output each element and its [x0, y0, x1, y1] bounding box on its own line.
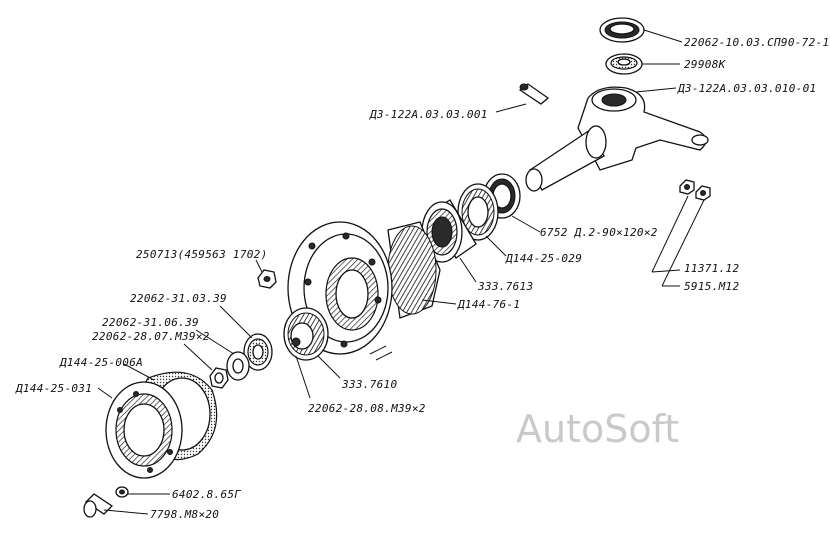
king-pin: [518, 83, 550, 105]
label-part-22062-31-06: 22062-31.06.39: [102, 316, 199, 329]
label-part-22062-31-03: 22062-31.03.39: [130, 292, 227, 305]
ring-d144-25-029: [457, 183, 499, 241]
label-ring-d144-25-029: Д144-25-029: [505, 252, 582, 265]
nut-250713: [257, 269, 277, 289]
lock-washer-22062-31-03: [243, 333, 273, 371]
label-bearing-333-7610: 333.7610: [341, 378, 397, 391]
label-bolt-7798: 7798.М8×20: [150, 508, 219, 521]
watermark: AutoSoft: [516, 407, 679, 451]
label-bearing-29908k: 29908К: [684, 58, 727, 71]
nut-11371: [679, 179, 695, 195]
nut-22062-28-07: [209, 367, 229, 389]
label-washer-6402: 6402.8.65Г: [172, 488, 241, 501]
label-nut-11371: 11371.12: [684, 262, 739, 275]
bearing-333-7610: [283, 307, 329, 361]
label-seal-6752: 6752 Д.2-90×120×2: [540, 226, 658, 239]
seal-ring-top: [599, 17, 645, 43]
label-nut-22062-28-08: 22062-28.08.М39×2: [308, 402, 426, 415]
label-seal-top: 22062-10.03.СП90-72-10: [684, 36, 830, 49]
washer-5915: [695, 185, 711, 201]
bearing-333-7613: [421, 199, 477, 263]
label-hub: Д144-76-1: [457, 298, 520, 311]
leader-lines: [97, 29, 705, 515]
spring-washer-6402: [115, 486, 129, 498]
bolt-7798: [83, 493, 114, 518]
label-nut-250713: 250713(459563 1702): [136, 248, 268, 261]
steering-knuckle: [525, 86, 709, 192]
label-pin: Д3-122А.03.03.001: [369, 108, 488, 121]
label-nut-22062-28-07: 22062-28.07.М39×2: [92, 330, 210, 343]
washer-22062-31-06: [226, 351, 250, 381]
label-gasket-d144-25-006a: Д144-25-006А: [59, 356, 143, 369]
label-knuckle: Д3-122А.03.03.010-01: [677, 82, 816, 95]
label-bearing-333-7613: 333.7613: [477, 280, 533, 293]
thrust-bearing-29908k: [605, 53, 643, 75]
label-washer-5915: 5915.М12: [684, 280, 739, 293]
label-cap-d144-25-031: Д144-25-031: [15, 382, 92, 395]
hub-cap-d144-25-031: [105, 381, 183, 479]
